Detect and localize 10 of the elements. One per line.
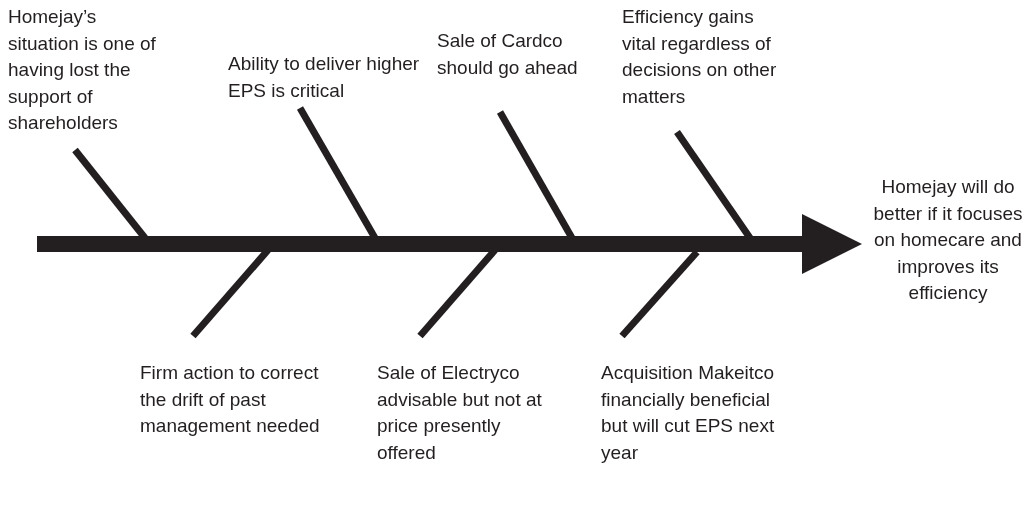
cause-label: Homejay’s situation is one of having lost the support of shareholders bbox=[8, 5, 157, 135]
spine-arrow bbox=[37, 214, 862, 274]
effect-label: Homejay will do better if it focuses on homecare and improves its efficiency bbox=[872, 175, 1024, 305]
cause-label: Sale of Electryco advisable but not at price presently offered bbox=[377, 361, 543, 465]
cause-label: Efficiency gains vital regardless of decisions on other matters bbox=[622, 5, 778, 109]
bone-line bbox=[619, 249, 700, 339]
cause-label: Sale of Cardco should go ahead bbox=[437, 29, 579, 80]
cause-label: Firm action to correct the drift of past management needed bbox=[140, 361, 321, 438]
cause-label: Ability to deliver higher EPS is critical bbox=[228, 52, 421, 103]
cause-label: Acquisition Makeitco financially beneficial but will cut EPS next year bbox=[601, 361, 776, 465]
